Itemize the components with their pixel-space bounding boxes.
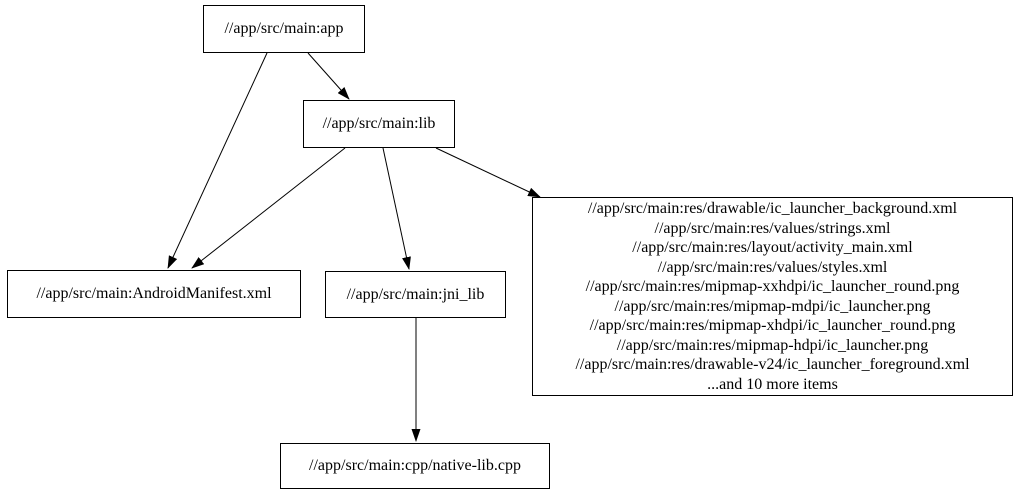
res-file-line: //app/src/main:res/mipmap-mdpi/ic_launch… (614, 297, 931, 315)
graph-node-native-lib-cpp: //app/src/main:cpp/native-lib.cpp (280, 443, 550, 489)
res-file-line: //app/src/main:res/drawable/ic_launcher_… (587, 200, 958, 217)
edge-app-to-manifest (167, 52, 268, 269)
res-file-line: //app/src/main:res/mipmap-hdpi/ic_launch… (616, 336, 929, 354)
node-app-label: //app/src/main:app (224, 20, 344, 37)
res-file-line: //app/src/main:res/values/styles.xml (657, 258, 888, 276)
graph-node-app: //app/src/main:app (203, 5, 365, 53)
node-manifest-label: //app/src/main:AndroidManifest.xml (36, 285, 272, 302)
graph-node-res-files: //app/src/main:res/drawable/ic_launcher_… (532, 197, 1013, 396)
res-file-line: //app/src/main:res/drawable-v24/ic_launc… (575, 356, 970, 373)
node-native-lib-label: //app/src/main:cpp/native-lib.cpp (309, 457, 521, 474)
res-file-line: //app/src/main:res/values/strings.xml (654, 219, 891, 237)
res-file-line: //app/src/main:res/mipmap-xxhdpi/ic_laun… (585, 278, 960, 295)
edge-app-to-lib (307, 52, 350, 100)
graph-node-jni-lib: //app/src/main:jni_lib (325, 271, 506, 318)
node-lib-label: //app/src/main:lib (322, 115, 436, 132)
edge-lib-to-manifest (191, 147, 346, 269)
edge-lib-to-jni-lib (382, 147, 411, 270)
node-jni-lib-label: //app/src/main:jni_lib (346, 285, 485, 303)
edge-lib-to-res (435, 147, 541, 198)
res-file-line: //app/src/main:res/layout/activity_main.… (632, 239, 913, 256)
graph-node-lib: //app/src/main:lib (303, 100, 455, 148)
graph-node-android-manifest: //app/src/main:AndroidManifest.xml (7, 270, 301, 318)
res-file-line: //app/src/main:res/mipmap-xhdpi/ic_launc… (589, 317, 956, 334)
res-more-items-line: ...and 10 more items (707, 375, 838, 393)
